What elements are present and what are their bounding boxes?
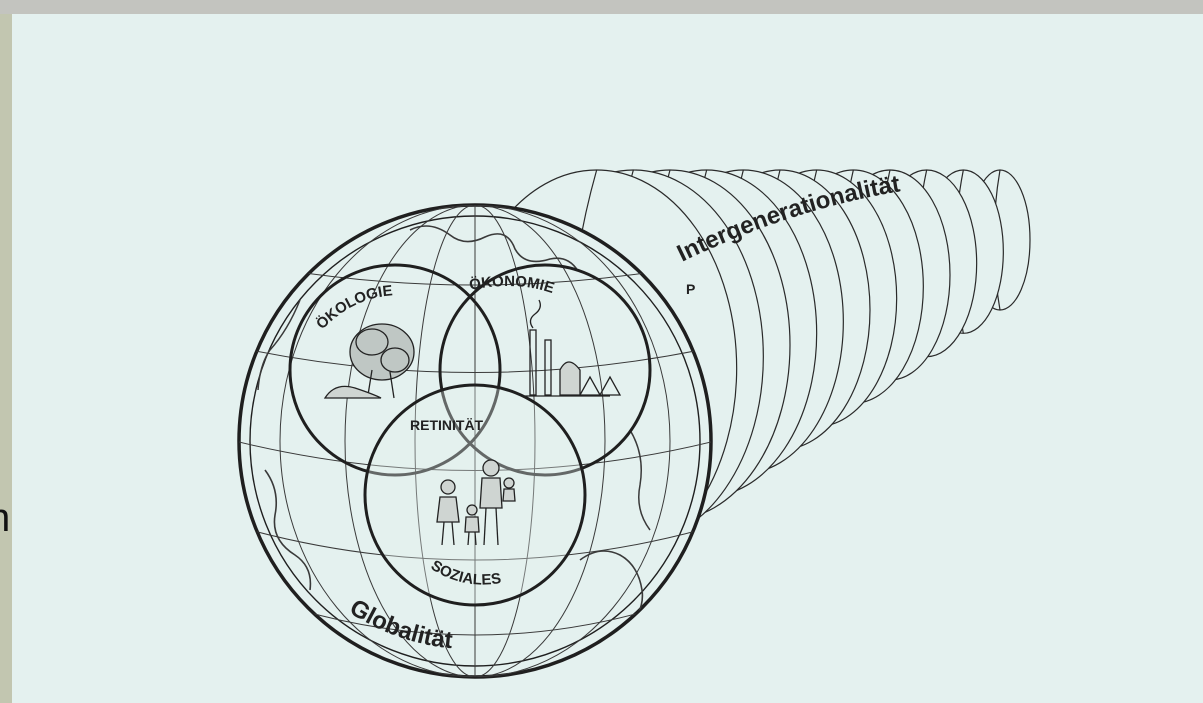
sustainability-diagram: Globalität ÖKOLOGIE ÖKONOMIE SOZIALES RE… (12, 14, 1203, 703)
sustainability-diagram-panel: Globalität ÖKOLOGIE ÖKONOMIE SOZIALES RE… (12, 14, 1203, 703)
cut-off-letter: n (0, 488, 12, 548)
top-edge-strip (0, 0, 1203, 14)
center-label: RETINITÄT (410, 417, 484, 433)
small-mark: P (686, 281, 695, 297)
left-edge-strip (0, 14, 12, 703)
